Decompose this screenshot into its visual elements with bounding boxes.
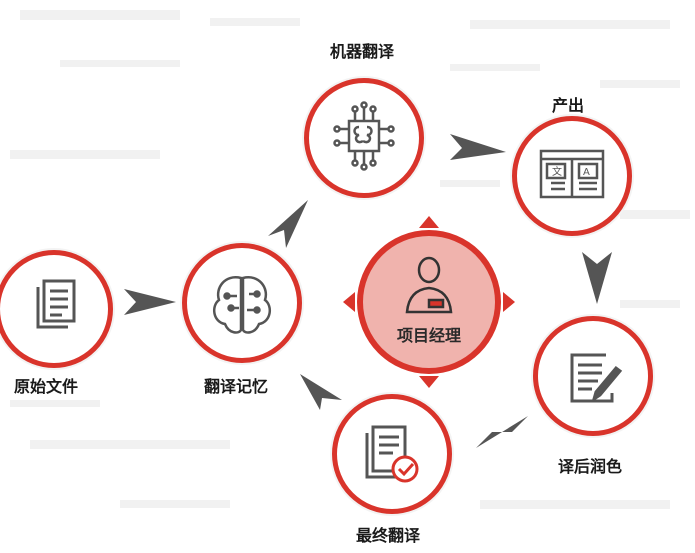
- project-manager-node: 项目经理: [343, 216, 515, 388]
- user-icon: [405, 256, 453, 314]
- center-hub: [343, 216, 515, 388]
- label-postedit: 译后润色: [558, 457, 623, 476]
- svg-text:A: A: [583, 167, 590, 178]
- document-check-icon: [365, 425, 419, 483]
- svg-text:文: 文: [552, 165, 562, 178]
- node-final: [332, 394, 452, 514]
- node-memory: [182, 243, 302, 363]
- document-stack-icon: [36, 279, 76, 329]
- arrow-final-to-memory: [300, 374, 342, 410]
- label-final: 最终翻译: [356, 526, 421, 545]
- label-memory: 翻译记忆: [204, 377, 269, 396]
- translate-window-icon: 文 A: [539, 149, 605, 199]
- node-postedit: [533, 316, 653, 436]
- label-mt: 机器翻译: [330, 42, 395, 61]
- edit-document-icon: [570, 353, 623, 403]
- arrow-memory-to-mt: [268, 200, 308, 248]
- label-source: 原始文件: [14, 377, 79, 396]
- node-mt: [304, 78, 424, 198]
- node-source: [0, 250, 113, 368]
- arrow-postedit-to-final: [476, 416, 528, 448]
- center-label: 项目经理: [396, 326, 461, 345]
- brain-icon: [212, 276, 272, 334]
- node-output: 文 A: [512, 116, 632, 236]
- chip-brain-icon: [333, 101, 395, 171]
- label-output: 产出: [552, 96, 585, 115]
- arrow-source-to-memory: [124, 289, 176, 315]
- arrow-output-to-postedit: [582, 252, 612, 304]
- arrow-mt-to-output: [450, 134, 506, 160]
